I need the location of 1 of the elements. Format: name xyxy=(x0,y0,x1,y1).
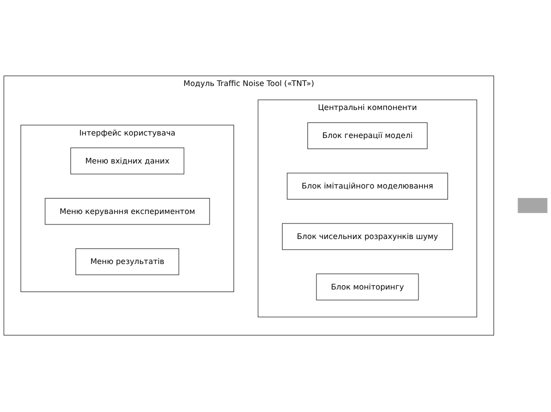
node-box xyxy=(518,198,548,214)
